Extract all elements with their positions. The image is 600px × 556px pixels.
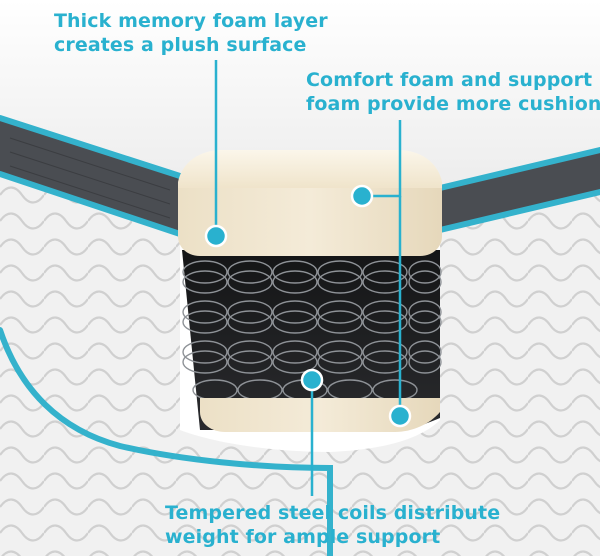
memory-foam-callout-line1: Thick memory foam layer <box>54 10 328 32</box>
support-foam-dot-marker-icon <box>388 404 412 428</box>
memory-foam-callout-line2: creates a plush surface <box>54 34 307 56</box>
support-foam-base <box>200 398 440 432</box>
memory-foam-dot-marker-icon <box>204 224 228 248</box>
memory-foam-block-top <box>178 150 442 190</box>
memory-foam-block-front <box>178 188 442 256</box>
mattress-top-cover <box>0 0 600 195</box>
comfort-foam-callout-line2: foam provide more cushion <box>306 93 600 115</box>
callout-leader-lines <box>214 60 402 496</box>
left-quilted-pattern <box>0 176 330 556</box>
right-quilted-pattern <box>330 194 600 556</box>
coils-dot-marker-icon <box>300 368 324 392</box>
callout-markers <box>204 184 412 428</box>
right-border-band <box>440 152 600 228</box>
left-border-band-texture <box>9 137 171 219</box>
left-border-band <box>0 120 180 232</box>
coils-callout: Tempered steel coils distribute weight f… <box>165 501 500 549</box>
teal-piping <box>0 115 600 556</box>
comfort-foam-callout-line1: Comfort foam and support <box>306 69 593 91</box>
coils-callout-line1: Tempered steel coils distribute <box>165 502 501 524</box>
memory-foam-callout: Thick memory foam layer creates a plush … <box>54 9 328 57</box>
comfort-foam-callout: Comfort foam and support foam provide mo… <box>306 68 600 116</box>
coils-callout-line2: weight for ample support <box>165 526 441 548</box>
comfort-foam-dot-marker-icon <box>350 184 374 208</box>
